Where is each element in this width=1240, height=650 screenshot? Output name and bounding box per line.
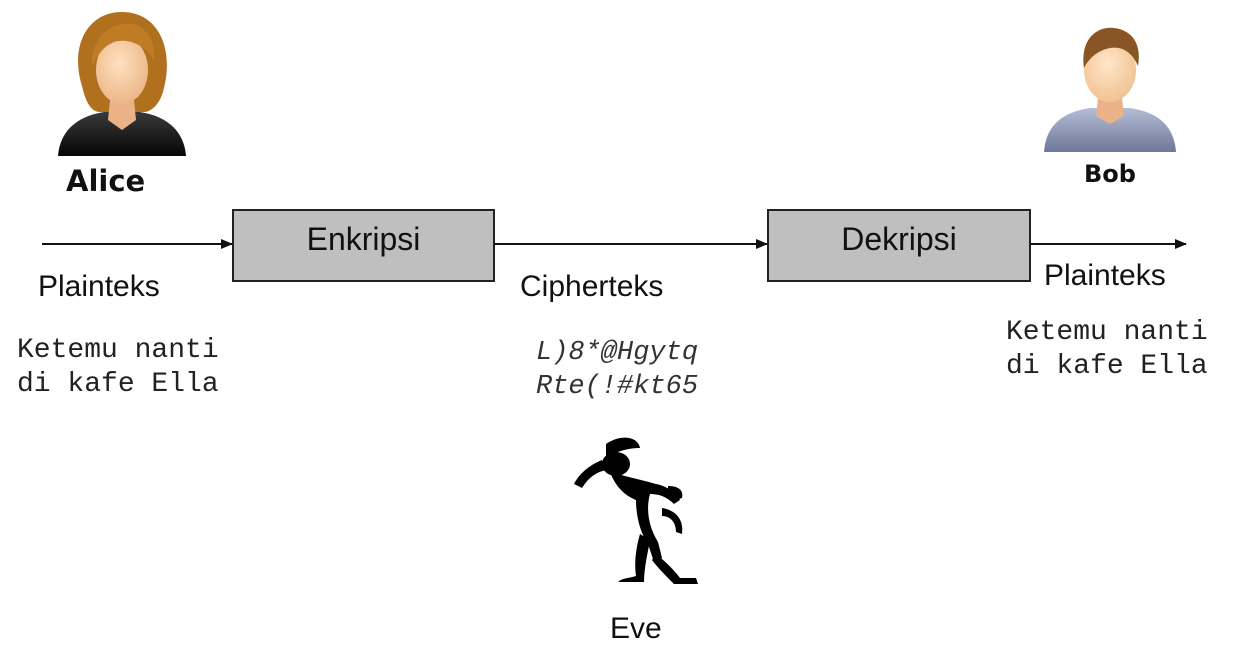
output-text-line-2: di kafe Ella [1006, 351, 1208, 382]
ciphertext-line-1: L)8*@Hgytq [536, 338, 699, 368]
encrypt-box: Enkripsi [232, 209, 495, 282]
receiver-name: Bob [1084, 160, 1136, 188]
input-caption: Plainteks [38, 270, 160, 303]
decrypt-label: Dekripsi [841, 221, 957, 257]
decrypt-box: Dekripsi [767, 209, 1031, 282]
middle-caption: Cipherteks [520, 270, 664, 303]
input-text-line-2: di kafe Ella [17, 369, 219, 400]
sender-name: Alice [66, 164, 146, 198]
eavesdropper-silhouette-icon [574, 437, 698, 584]
woman-avatar-icon [58, 12, 186, 156]
man-avatar-icon [1044, 27, 1176, 152]
eavesdropper-name: Eve [610, 612, 662, 645]
output-text-line-1: Ketemu nanti [1006, 317, 1208, 348]
output-caption: Plainteks [1044, 259, 1166, 292]
input-text-line-1: Ketemu nanti [17, 335, 219, 366]
encrypt-label: Enkripsi [306, 221, 421, 257]
ciphertext-line-2: Rte(!#kt65 [536, 372, 699, 402]
